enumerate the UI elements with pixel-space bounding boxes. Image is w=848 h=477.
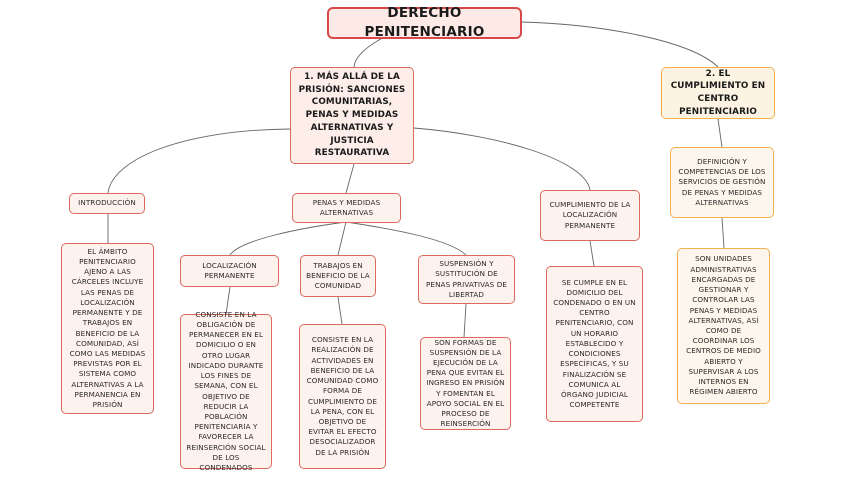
localizacion-topic: LOCALIZACIÓN PERMANENTE [180,255,279,287]
branch-1-title: 1. MÁS ALLÁ DE LA PRISIÓN: SANCIONES COM… [290,67,414,164]
suspension-detail: SON FORMAS DE SUSPENSIÓN DE LA EJECUCIÓN… [420,337,511,430]
definicion-topic: DEFINICIÓN Y COMPETENCIAS DE LOS SERVICI… [670,147,774,218]
definicion-detail: SON UNIDADES ADMINISTRATIVAS ENCARGADAS … [677,248,770,404]
trabajos-topic: TRABAJOS EN BENEFICIO DE LA COMUNIDAD [300,255,376,297]
root-title: DERECHO PENITENCIARIO [327,5,522,40]
suspension-topic: SUSPENSIÓN Y SUSTITUCIÓN DE PENAS PRIVAT… [418,255,515,304]
cumplimiento-detail: SE CUMPLE EN EL DOMICILIO DEL CONDENADO … [546,266,643,422]
trabajos-detail: CONSISTE EN LA REALIZACIÓN DE ACTIVIDADE… [299,324,386,469]
cumplimiento-topic: CUMPLIMIENTO DE LA LOCALIZACIÓN PERMANEN… [540,190,640,241]
localizacion-detail: CONSISTE EN LA OBLIGACIÓN DE PERMANECER … [180,310,272,472]
branch-2-title: 2. EL CUMPLIMIENTO EN CENTRO PENITENCIAR… [661,67,775,119]
intro-detail: EL ÁMBITO PENITENCIARIO AJENO A LAS CÁRC… [61,243,154,414]
penas-topic: PENAS Y MEDIDAS ALTERNATIVAS [292,193,401,223]
intro-topic: INTRODUCCIÓN [69,193,145,214]
